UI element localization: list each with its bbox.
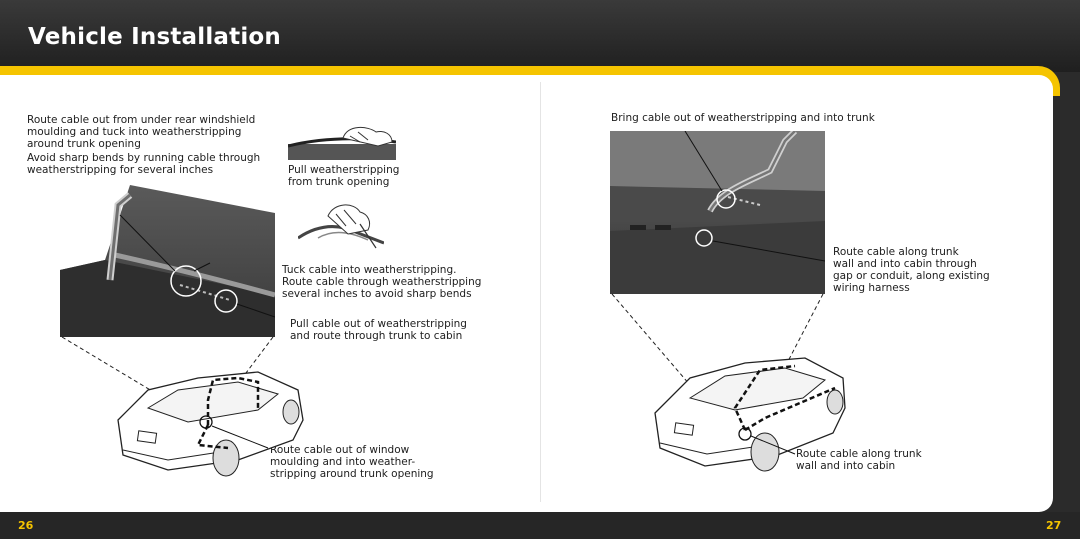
page-title: Vehicle Installation	[28, 24, 282, 50]
right-intro: Bring cable out of weatherstripping and …	[611, 112, 875, 124]
page-divider	[540, 82, 541, 502]
header-bar	[0, 0, 1080, 72]
left-intro-1: Route cable out from under rear windshie…	[27, 114, 256, 150]
left-intro-2: Avoid sharp bends by running cable throu…	[27, 152, 261, 176]
callout-car-trunk-wall: Route cable along trunk wall and into ca…	[796, 448, 922, 472]
hand-tuck-illustration	[298, 204, 384, 249]
callout-route-through-trunk: Pull cable out of weatherstripping and r…	[290, 318, 467, 342]
footer-bar	[0, 512, 1080, 539]
page-number-left: 26	[18, 519, 34, 532]
callout-trunk-wall: Route cable along trunk wall and into ca…	[833, 246, 990, 294]
callout-pull-weatherstripping: Pull weatherstripping from trunk opening	[288, 164, 400, 188]
left-trunk-photo	[60, 185, 275, 337]
callout-tuck-cable: Tuck cable into weatherstripping. Route …	[282, 264, 482, 300]
page-number-right: 27	[1046, 519, 1062, 532]
right-trunk-photo	[610, 131, 825, 294]
callout-window-moulding: Route cable out of window moulding and i…	[270, 444, 434, 480]
left-car-illustration	[117, 371, 304, 477]
hand-pull-illustration	[288, 127, 396, 160]
right-car-illustration	[654, 357, 846, 472]
